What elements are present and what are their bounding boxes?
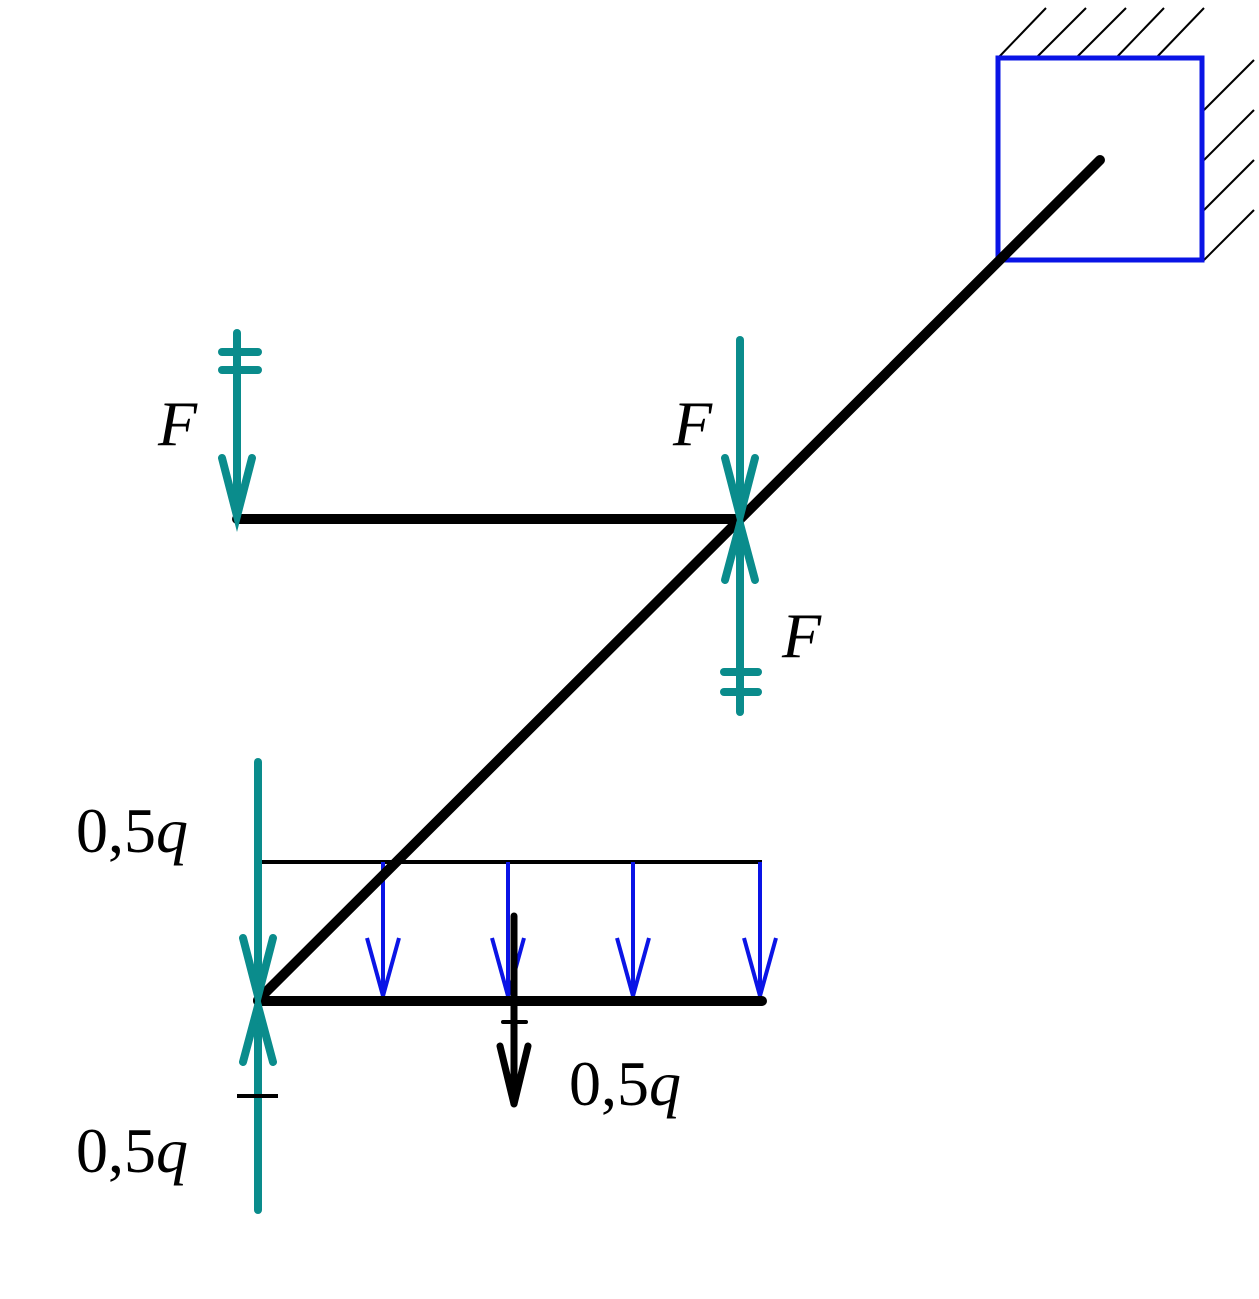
- fixed-support-block: [995, 55, 1205, 263]
- force-arrows: [218, 329, 762, 1214]
- resultant-arrow: [496, 912, 532, 1108]
- label-resultant: 0,5q: [569, 1048, 681, 1119]
- force-arrow-mid-top: [721, 336, 759, 532]
- label-load-left-bottom: 0,5q: [76, 1115, 188, 1186]
- wall-hatching: [997, 7, 1255, 261]
- force-arrow-left: [218, 329, 262, 532]
- label-force-left: F: [157, 388, 198, 459]
- load-arrow-left-bottom: [239, 990, 277, 1214]
- load-arrow-left-top: [239, 758, 277, 1012]
- label-force-mid-top: F: [672, 388, 713, 459]
- force-arrow-mid-bottom: [720, 508, 762, 716]
- beam: [232, 155, 1105, 1006]
- diagonal-member: [253, 155, 1105, 1005]
- label-force-mid-bottom: F: [781, 600, 822, 671]
- label-load-left-top: 0,5q: [76, 795, 188, 866]
